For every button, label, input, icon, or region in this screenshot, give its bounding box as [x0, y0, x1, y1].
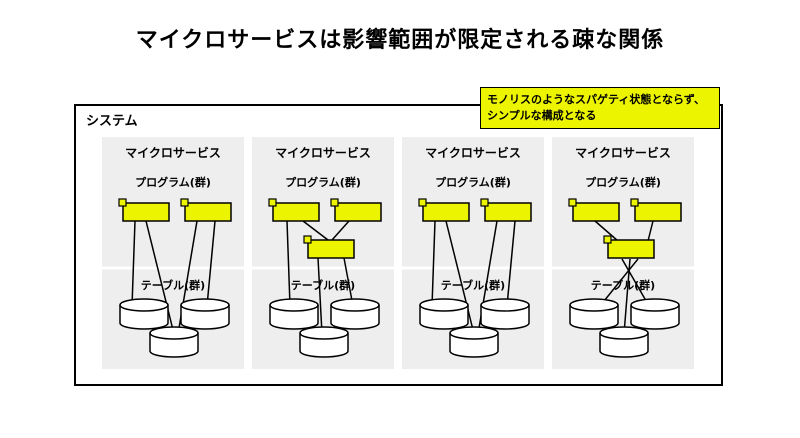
connection-line [131, 220, 136, 307]
callout-line-1: モノリスのようなスパゲティ状態とならず、 [487, 93, 706, 106]
table-db-2-top [630, 298, 680, 312]
callout-line-2: シンプルな構成となる [487, 109, 597, 122]
connection-line [599, 258, 639, 307]
table-db-1-top [569, 298, 619, 312]
connection-line [317, 257, 323, 335]
connection-line [331, 220, 350, 241]
table-db-1-body [419, 305, 469, 330]
program-2-box [334, 202, 382, 222]
connection-line [506, 220, 516, 307]
page-title: マイクロサービスは影響範囲が限定される疎な関係 [135, 28, 665, 53]
program-2-box [634, 202, 682, 222]
program-2-box [184, 202, 232, 222]
program-2-corner-marker [330, 198, 339, 207]
program-2-corner-marker [630, 198, 639, 207]
connection-line [206, 220, 216, 307]
table-db-1-body [569, 305, 619, 330]
connection-line [145, 220, 175, 335]
table-db-3-top [149, 326, 199, 340]
tables-label: テーブル(群) [291, 278, 355, 292]
table-db-3-body [299, 333, 349, 358]
service-title: マイクロサービス [125, 145, 221, 160]
table-db-2-body [330, 305, 380, 330]
program-3-corner-marker [603, 235, 612, 244]
table-db-1-top [119, 298, 169, 312]
programs-label: プログラム(群) [135, 175, 211, 189]
connection-line [343, 257, 354, 307]
table-db-1-body [119, 305, 169, 330]
tables-label: テーブル(群) [441, 278, 505, 292]
connection-line [623, 258, 631, 335]
tables-label: テーブル(群) [591, 278, 655, 292]
program-1-corner-marker [418, 198, 427, 207]
table-db-2-top [480, 298, 530, 312]
table-db-3-top [599, 326, 649, 340]
program-1-box [272, 202, 320, 222]
table-db-1-body [269, 305, 319, 330]
connection-line [286, 220, 291, 307]
table-db-2-top [180, 298, 230, 312]
program-2-corner-marker [180, 198, 189, 207]
program-1-box [122, 202, 170, 222]
programs-label: プログラム(群) [585, 175, 661, 189]
program-1-box [572, 202, 620, 222]
program-3-corner-marker [303, 235, 312, 244]
connection-line [431, 220, 436, 307]
tables-label: テーブル(群) [141, 278, 205, 292]
connection-line [445, 220, 475, 335]
table-db-2-top [330, 298, 380, 312]
table-db-3-body [149, 333, 199, 358]
connection-line [647, 220, 654, 242]
connection-line [302, 220, 329, 241]
service-title: マイクロサービス [575, 145, 671, 160]
program-1-corner-marker [268, 198, 277, 207]
table-db-3-top [449, 326, 499, 340]
connection-line [594, 220, 619, 242]
table-db-3-top [299, 326, 349, 340]
connection-line [621, 258, 650, 307]
programs-label: プログラム(群) [435, 175, 511, 189]
program-1-corner-marker [568, 198, 577, 207]
callout-note: モノリスのようなスパゲティ状態とならず、 シンプルな構成となる [480, 87, 720, 129]
program-3-box [307, 239, 355, 259]
table-db-2-body [480, 305, 530, 330]
table-db-2-body [630, 305, 680, 330]
table-db-1-top [269, 298, 319, 312]
table-db-2-body [180, 305, 230, 330]
programs-label: プログラム(群) [285, 175, 361, 189]
service-title: マイクロサービス [425, 145, 521, 160]
service-title: マイクロサービス [275, 145, 371, 160]
system-label: システム [86, 114, 138, 129]
program-2-corner-marker [480, 198, 489, 207]
program-3-box [607, 239, 655, 259]
program-1-box [422, 202, 470, 222]
program-2-box [484, 202, 532, 222]
table-db-3-body [449, 333, 499, 358]
table-db-3-body [599, 333, 649, 358]
program-1-corner-marker [118, 198, 127, 207]
table-db-1-top [419, 298, 469, 312]
